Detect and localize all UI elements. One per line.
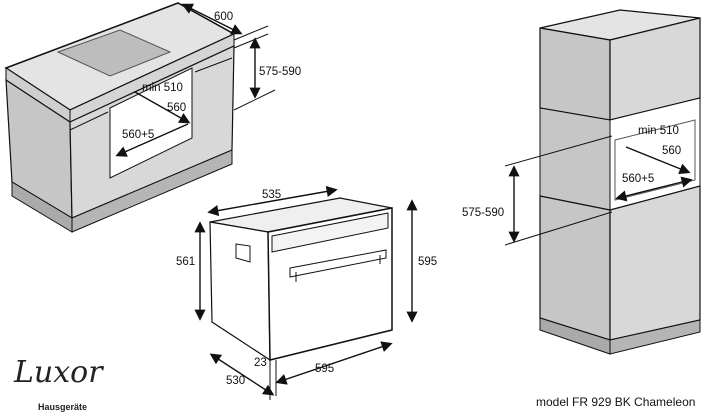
under-counter-width-label: 600 [214,11,233,23]
oven-front-width-label: 595 [315,363,334,375]
tall-cabinet [539,9,701,355]
oven-body-depth-label: 530 [226,375,245,387]
brand-subtitle: Hausgeräte [38,402,87,412]
tall-cabinet-niche-width-label: 560+5 [622,173,654,185]
oven-side-height-label: 561 [176,256,195,268]
under-counter-dimension-lines [115,3,276,157]
oven-dimension-lines [194,185,418,400]
under-counter-min-depth-label: min 510 [142,82,183,94]
tall-cabinet-depth-label: 560 [662,145,681,157]
under-counter-niche-height-label: 575-590 [259,66,301,78]
under-counter-depth-label: 560 [167,102,186,114]
brand-logo: Luxor [13,355,104,390]
oven-panel-thickness-label: 23 [254,357,267,369]
under-counter-cabinet [4,2,236,233]
oven-front-height-label: 595 [418,256,437,268]
tall-cabinet-niche-height-label: 575-590 [462,207,504,219]
model-label: model FR 929 BK Chameleon [536,395,695,409]
tall-cabinet-dimension-lines [504,135,693,246]
oven-body [209,197,393,362]
under-counter-niche-width-label: 560+5 [122,129,154,141]
tall-cabinet-min-depth-label: min 510 [638,125,679,137]
oven-top-depth-label: 535 [262,189,281,201]
